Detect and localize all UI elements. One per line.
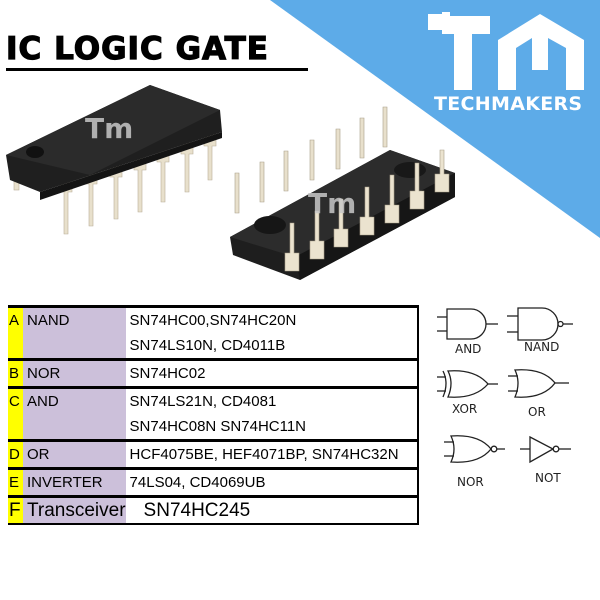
gate-label-nor: NOR bbox=[457, 475, 484, 489]
row-letter: A bbox=[8, 305, 23, 360]
gate-type: NOR bbox=[23, 358, 126, 388]
gate-type: OR bbox=[23, 439, 126, 469]
gate-label-and: AND bbox=[455, 342, 482, 356]
nand-gate-icon bbox=[507, 307, 573, 341]
part-numbers: SN74LS21N, CD4081 SN74HC08N SN74HC11N bbox=[125, 386, 420, 441]
gate-type: AND bbox=[23, 386, 126, 441]
row-letter: F bbox=[8, 495, 23, 525]
row-letter: D bbox=[8, 439, 23, 469]
part-numbers: SN74HC00,SN74HC20N SN74LS10N, CD4011B bbox=[125, 305, 420, 360]
nor-gate-icon bbox=[444, 435, 505, 463]
row-letter: E bbox=[8, 467, 23, 497]
gate-type: NAND bbox=[23, 305, 126, 360]
part-numbers: 74LS04, CD4069UB bbox=[125, 467, 420, 497]
brand-name: TECHMAKERS bbox=[434, 93, 583, 115]
table-row: F Transceiver SN74HC245 bbox=[8, 495, 420, 525]
gate-type: Transceiver bbox=[23, 495, 126, 525]
table-row: E INVERTER 74LS04, CD4069UB bbox=[8, 467, 420, 497]
svg-text:Tm: Tm bbox=[85, 112, 133, 145]
part-numbers: SN74HC02 bbox=[125, 358, 420, 388]
gate-symbols-graphic bbox=[437, 307, 573, 464]
table-row: C AND SN74LS21N, CD4081 SN74HC08N SN74HC… bbox=[8, 386, 420, 441]
and-gate-icon bbox=[437, 308, 498, 340]
ic-chip-image-left: Tm bbox=[6, 85, 222, 235]
not-gate-icon bbox=[520, 435, 571, 464]
gate-label-xor: XOR bbox=[452, 402, 478, 416]
ic-part-table: A NAND SN74HC00,SN74HC20N SN74LS10N, CD4… bbox=[8, 305, 420, 525]
xor-gate-icon bbox=[437, 370, 498, 398]
row-letter: B bbox=[8, 358, 23, 388]
techmakers-logo-icon bbox=[428, 12, 584, 90]
gate-label-nand: NAND bbox=[524, 340, 560, 354]
row-letter: C bbox=[8, 386, 23, 441]
gate-label-not: NOT bbox=[535, 471, 561, 485]
table-row: A NAND SN74HC00,SN74HC20N SN74LS10N, CD4… bbox=[8, 305, 420, 360]
title-underline bbox=[6, 68, 308, 71]
table-row: D OR HCF4075BE, HEF4071BP, SN74HC32N bbox=[8, 439, 420, 469]
svg-text:Tm: Tm bbox=[308, 187, 356, 220]
ic-chip-image-right: Tm bbox=[230, 106, 455, 280]
part-numbers: HCF4075BE, HEF4071BP, SN74HC32N bbox=[125, 439, 420, 469]
gate-type: INVERTER bbox=[23, 467, 126, 497]
or-gate-icon bbox=[508, 369, 569, 398]
page-title: IC LOGIC GATE bbox=[5, 31, 269, 67]
part-numbers: SN74HC245 bbox=[125, 495, 420, 525]
logic-gate-symbols: AND NAND XOR OR NOR NOT bbox=[435, 295, 600, 495]
gate-label-or: OR bbox=[528, 405, 546, 419]
table-row: B NOR SN74HC02 bbox=[8, 358, 420, 388]
